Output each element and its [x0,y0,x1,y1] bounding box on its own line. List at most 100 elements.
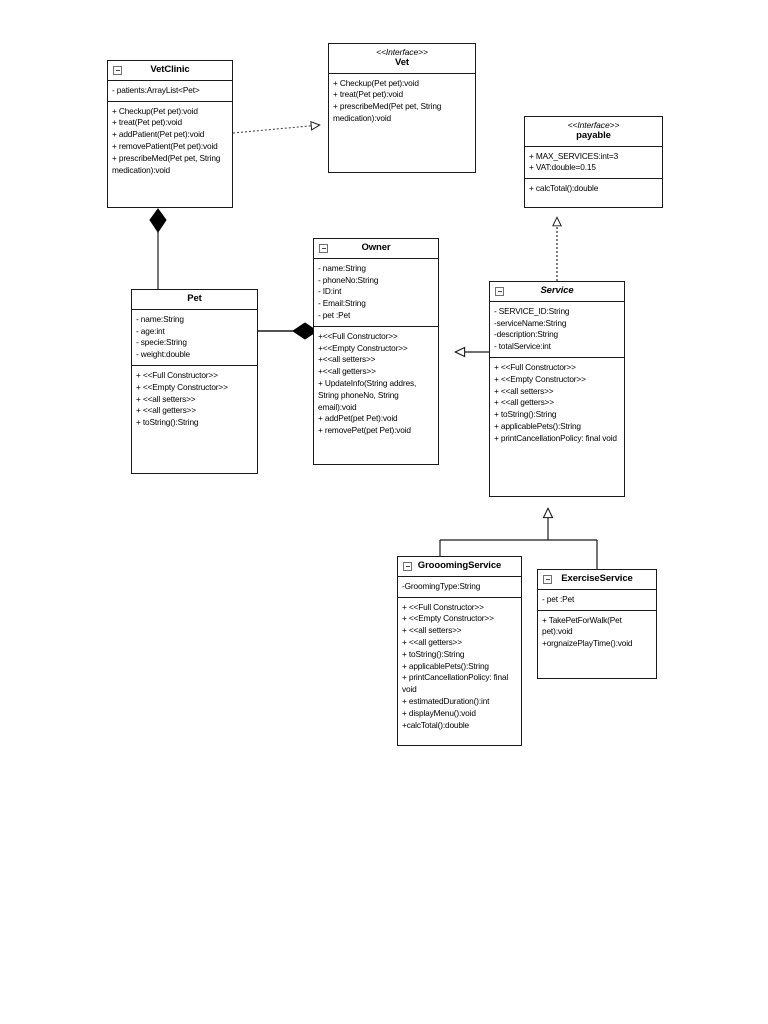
operation-row: + applicablePets():String [402,660,489,671]
attribute-row: - age:int [136,325,165,336]
operation-row: + treat(Pet pet):void [112,117,182,128]
operation-row: +calcTotal():double [402,719,470,730]
collapse-icon[interactable] [403,562,412,571]
operation-row: + toString():String [402,648,465,659]
attribute-row: + VAT:double=0.15 [529,162,596,173]
attribute-row: - pet :Pet [542,593,575,604]
attribute-row: - name:String [136,313,184,324]
attributes-payable: + MAX_SERVICES:int=3 + VAT:double=0.15 [525,147,662,180]
operation-row: + prescribeMed(Pet pet, String medicatio… [112,152,221,175]
operation-row: +<<all setters>> [318,354,376,365]
operation-row: + printCancellationPolicy: final void [402,672,509,695]
class-name-service: Service [540,285,574,296]
attribute-row: - totalService:int [494,341,551,352]
operation-row: + Checkup(Pet pet):void [333,77,419,88]
attribute-row: - name:String [318,262,366,273]
operation-row: + <<Empty Constructor>> [136,381,228,392]
operation-row: + <<Full Constructor>> [136,370,218,381]
operation-row: + displayMenu():void [402,707,476,718]
class-name-grooming: GrooomingService [417,560,502,571]
operation-row: + estimatedDuration():int [402,695,490,706]
operations-pet: + <<Full Constructor>> + <<Empty Constru… [132,366,257,473]
operation-row: + printCancellationPolicy: final void [494,432,617,443]
class-header-service: Service [490,282,624,302]
operations-service: + <<Full Constructor>> + <<Empty Constru… [490,358,624,496]
operations-owner: +<<Full Constructor>> +<<Empty Construct… [314,327,438,464]
operation-row: + TakePetForWalk(Pet pet):void [542,614,622,637]
operations-grooming: + <<Full Constructor>> + <<Empty Constru… [398,598,521,745]
class-box-owner[interactable]: Owner - name:String - phoneNo:String - I… [313,238,439,465]
class-header-vet: <<Interface>> Vet [329,44,475,74]
attribute-row: -description:String [494,329,559,340]
attribute-row: - specie:String [136,337,187,348]
class-name-exercise: ExerciseService [561,573,633,584]
operation-row: + <<Full Constructor>> [402,601,484,612]
operation-row: + <<Empty Constructor>> [494,373,586,384]
attribute-row: - ID:int [318,286,342,297]
operation-row: +<<Full Constructor>> [318,330,398,341]
link-owner-composes-pet [258,322,318,340]
collapse-icon[interactable] [319,244,328,253]
collapse-icon[interactable] [113,66,122,75]
class-header-grooming: GrooomingService [398,557,521,577]
attribute-row: - pet :Pet [318,310,351,321]
operation-row: + <<all setters>> [494,385,554,396]
class-box-service[interactable]: Service - SERVICE_ID:String -serviceName… [489,281,625,497]
attribute-row: + MAX_SERVICES:int=3 [529,150,619,161]
operation-row: + UpdateInfo(String addres, String phone… [318,377,417,412]
operation-row: + addPet(pet Pet):void [318,413,398,424]
operations-vet: + Checkup(Pet pet):void + treat(Pet pet)… [329,74,475,172]
attribute-row: - patients:ArrayList<Pet> [112,84,200,95]
class-header-owner: Owner [314,239,438,259]
class-box-vetclinic[interactable]: VetClinic - patients:ArrayList<Pet> + Ch… [107,60,233,208]
operation-row: +<<all getters>> [318,366,376,377]
operation-row: + calcTotal():double [529,183,599,194]
class-header-vetclinic: VetClinic [108,61,232,81]
attributes-vetclinic: - patients:ArrayList<Pet> [108,81,232,102]
operation-row: + removePet(pet Pet):void [318,425,411,436]
operation-row: + applicablePets():String [494,420,581,431]
operation-row: + <<all setters>> [136,393,196,404]
attribute-row: -GroomingType:String [402,580,481,591]
stereotype-label: <<Interface>> [567,120,620,130]
class-header-payable: <<Interface>> payable [525,117,662,147]
class-name-owner: Owner [361,242,391,253]
attribute-row: - Email:String [318,298,366,309]
class-box-pet[interactable]: Pet - name:String - age:int - specie:Str… [131,289,258,474]
attribute-row: - phoneNo:String [318,274,379,285]
collapse-icon[interactable] [495,287,504,296]
class-name-vet: Vet [395,56,409,68]
collapse-icon[interactable] [543,575,552,584]
attributes-owner: - name:String - phoneNo:String - ID:int … [314,259,438,327]
operation-row: + toString():String [494,409,557,420]
stereotype-label: <<Interface>> [376,47,428,57]
operation-row: + <<all setters>> [402,625,462,636]
attributes-exercise: - pet :Pet [538,590,656,611]
operation-row: + <<all getters>> [136,405,196,416]
operation-row: + prescribeMed(Pet pet, String medicatio… [333,101,442,124]
operations-payable: + calcTotal():double [525,179,662,207]
attributes-service: - SERVICE_ID:String -serviceName:String … [490,302,624,359]
class-box-payable[interactable]: <<Interface>> payable + MAX_SERVICES:int… [524,116,663,208]
operation-row: +orgnaizePlayTime():void [542,638,633,649]
attribute-row: - weight:double [136,349,191,360]
operation-row: + <<Full Constructor>> [494,362,576,373]
operations-vetclinic: + Checkup(Pet pet):void + treat(Pet pet)… [108,102,232,207]
class-box-vet[interactable]: <<Interface>> Vet + Checkup(Pet pet):voi… [328,43,476,173]
attributes-pet: - name:String - age:int - specie:String … [132,310,257,367]
operation-row: + addPatient(Pet pet):void [112,129,205,140]
operation-row: + treat(Pet pet):void [333,89,403,100]
link-vetclinic-realizes-vet [232,125,320,134]
operation-row: + toString():String [136,417,199,428]
operations-exercise: + TakePetForWalk(Pet pet):void +orgnaize… [538,611,656,678]
link-vetclinic-composes-pet [149,208,167,289]
class-name-vetclinic: VetClinic [150,64,190,75]
attributes-grooming: -GroomingType:String [398,577,521,598]
class-header-exercise: ExerciseService [538,570,656,590]
operation-row: + <<all getters>> [494,397,554,408]
attribute-row: -serviceName:String [494,317,567,328]
attribute-row: - SERVICE_ID:String [494,305,570,316]
class-box-grooming-service[interactable]: GrooomingService -GroomingType:String + … [397,556,522,746]
class-box-exercise-service[interactable]: ExerciseService - pet :Pet + TakePetForW… [537,569,657,679]
